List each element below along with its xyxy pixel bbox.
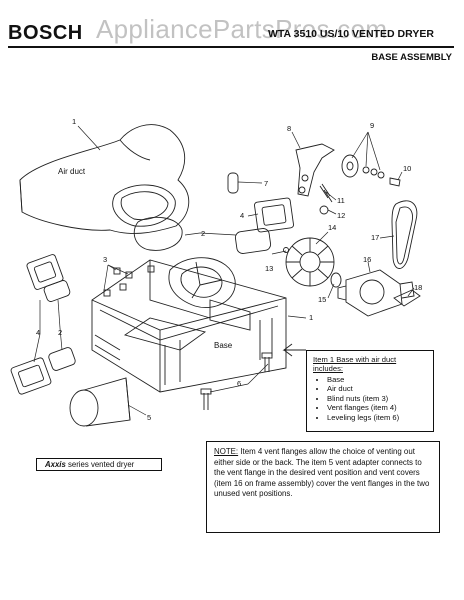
- callout-18: 18: [414, 283, 422, 292]
- callout-1-top: 1: [72, 117, 76, 126]
- includes-item: Air duct: [327, 384, 427, 393]
- note-label: NOTE:: [214, 447, 239, 456]
- callout-9: 9: [370, 121, 374, 130]
- vent-gasket-mid-drawing: [234, 228, 272, 254]
- air-duct-drawing: [19, 124, 190, 234]
- brand-logo: BOSCH: [8, 22, 83, 44]
- leader-lines: [33, 125, 415, 416]
- vent-gasket-lower-drawing: [48, 347, 76, 371]
- callout-4-left: 4: [36, 328, 40, 337]
- motor-clip-drawing: [393, 289, 421, 307]
- includes-title: Item 1 Base with air duct includes:: [313, 355, 397, 373]
- note-box: NOTE: Item 4 vent flanges allow the choi…: [206, 441, 440, 533]
- vent-flange-lower-drawing: [10, 357, 52, 395]
- drive-belt-drawing: [391, 200, 418, 269]
- callout-7: 7: [264, 179, 268, 188]
- leveling-legs-drawing: [200, 352, 273, 410]
- callout-8: 8: [287, 124, 291, 133]
- blower-wheel-drawing: [283, 237, 342, 288]
- vent-flange-mid-drawing: [254, 197, 294, 233]
- callout-15: 15: [318, 295, 326, 304]
- callout-17: 17: [371, 233, 379, 242]
- base-includes-box: Item 1 Base with air duct includes: Base…: [306, 350, 434, 432]
- blind-nuts-drawing: [103, 265, 155, 297]
- callout-10: 10: [403, 164, 411, 173]
- callout-16: 16: [363, 255, 371, 264]
- model-title: WTA 3510 US/10 VENTED DRYER: [268, 28, 434, 40]
- series-suffix: series vented dryer: [65, 460, 135, 469]
- drive-motor-drawing: [337, 269, 415, 317]
- includes-list: Base Air duct Blind nuts (item 3) Vent f…: [313, 375, 427, 422]
- callout-12: 12: [337, 211, 345, 220]
- callout-14: 14: [328, 223, 336, 232]
- duct-gasket-drawing: [133, 216, 183, 251]
- note-text: Item 4 vent flanges allow the choice of …: [214, 447, 430, 499]
- base-frame-drawing: [91, 257, 287, 393]
- base-label: Base: [214, 341, 233, 350]
- callout-6: 6: [237, 379, 241, 388]
- callout-3: 3: [103, 255, 107, 264]
- callout-1-base: 1: [309, 313, 313, 322]
- callout-4-mid: 4: [240, 211, 244, 220]
- air-duct-label: Air duct: [58, 167, 86, 176]
- plug-part-drawing: [227, 172, 239, 194]
- section-title: BASE ASSEMBLY: [371, 52, 452, 63]
- drive-belt-inner-drawing: [395, 206, 413, 265]
- includes-item: Leveling legs (item 6): [327, 413, 427, 422]
- includes-item: Blind nuts (item 3): [327, 394, 427, 403]
- header-rule: [8, 46, 454, 48]
- base-arrow: [282, 343, 306, 357]
- callout-13: 13: [265, 264, 273, 273]
- includes-item: Vent flanges (item 4): [327, 403, 427, 412]
- callout-5: 5: [147, 413, 151, 422]
- idler-assembly-drawing: [295, 143, 401, 215]
- callout-2-mid: 2: [201, 229, 205, 238]
- vent-adapter-drawing: [69, 377, 131, 427]
- callout-11: 11: [337, 196, 345, 205]
- series-box: Axxis series vented dryer: [36, 458, 162, 471]
- vent-flange-left-drawing: [26, 254, 64, 290]
- callout-2-left: 2: [58, 328, 62, 337]
- includes-item: Base: [327, 375, 427, 384]
- series-name: Axxis: [45, 460, 66, 469]
